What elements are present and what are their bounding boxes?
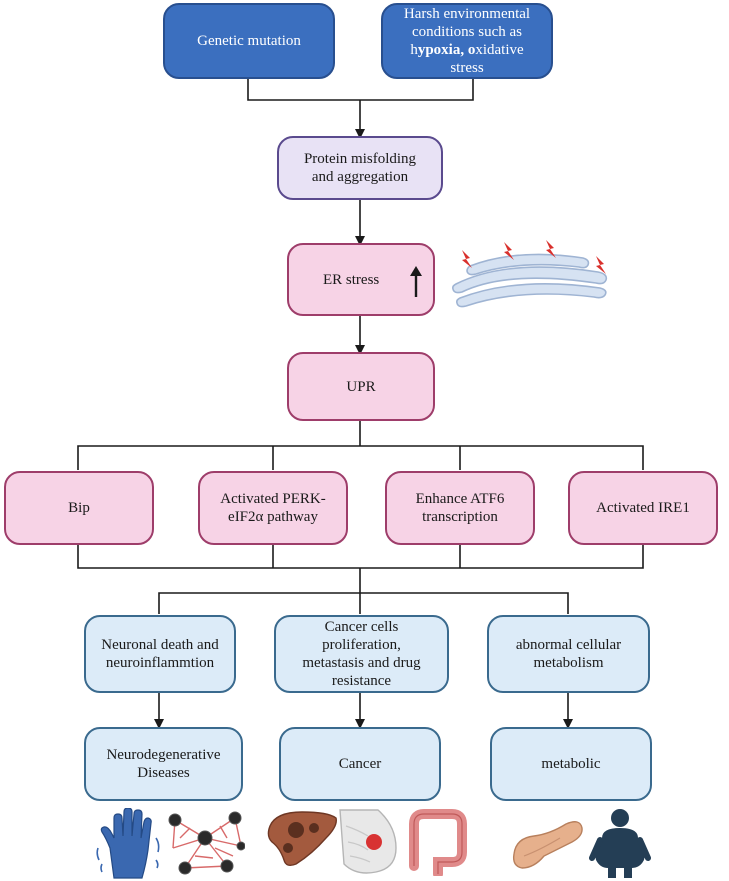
neuronal-line-2: neuroinflammtion [105, 655, 215, 671]
neurodegenerative-box: Neurodegenerative Diseases [84, 727, 243, 801]
misfolding-line-1: Protein misfolding [303, 151, 417, 167]
atf6-line-1: Enhance ATF6 [415, 491, 505, 507]
neurodegenerative-line-1: Neurodegenerative [106, 747, 221, 763]
cancer-cells-line-1: Cancer cells [324, 619, 399, 635]
genetic-mutation-label: Genetic mutation [197, 33, 301, 49]
bip-box: Bip [4, 471, 154, 545]
abnormal-line-1: abnormal cellular [515, 637, 622, 653]
misfolding-line-2: and aggregation [311, 169, 409, 185]
cancer-box: Cancer [279, 727, 441, 801]
neuronal-death-box: Neuronal death and neuroinflammtion [84, 615, 236, 693]
harsh-oxidative: xidative [475, 42, 524, 58]
neuronal-line-1: Neuronal death and [101, 637, 219, 653]
harsh-o: o [467, 42, 476, 58]
ire1-box: Activated IRE1 [568, 471, 718, 545]
metabolic-label: metabolic [541, 756, 601, 772]
er-stress-label: ER stress [323, 271, 380, 288]
abnormal-line-2: metabolism [533, 655, 604, 671]
upr-label: UPR [346, 378, 376, 395]
cancer-cells-line-3: metastasis and drug [302, 655, 421, 671]
bip-label: Bip [68, 500, 90, 516]
cancer-label: Cancer [338, 756, 382, 772]
arrow-up-icon [410, 266, 422, 297]
genetic-mutation-box: Genetic mutation [163, 3, 335, 79]
colon-icon [409, 809, 467, 876]
obese-person-icon [589, 809, 651, 878]
perk-box: Activated PERK- eIF2α pathway [198, 471, 348, 545]
harsh-conditions-box: Harsh environmental conditions such as h… [381, 3, 553, 79]
er-stress-box: ER stress [287, 243, 435, 316]
cancer-cells-line-4: resistance [331, 673, 392, 689]
pancreas-icon [512, 821, 583, 869]
harsh-line-3: hypoxia, oxidative [404, 41, 530, 59]
protein-misfolding-box: Protein misfolding and aggregation [277, 136, 443, 200]
neurodegenerative-line-2: Diseases [137, 765, 190, 781]
lightning-icon [462, 240, 606, 274]
harsh-line-4: stress [450, 60, 484, 76]
cancer-cells-box: Cancer cells proliferation, metastasis a… [274, 615, 449, 693]
harsh-line-1: Harsh environmental [403, 6, 531, 22]
breast-tumor-icon [339, 809, 397, 874]
perk-line-2: eIF2α pathway [228, 509, 318, 525]
perk-line-1: Activated PERK- [220, 491, 326, 507]
liver-tumor-icon [267, 811, 337, 867]
cancer-cells-line-2: proliferation, [322, 637, 401, 653]
tremor-hand-icon [96, 808, 160, 879]
atf6-line-2: transcription [422, 509, 498, 525]
abnormal-metabolism-box: abnormal cellular metabolism [487, 615, 650, 693]
harsh-hypoxia: ypoxia, [417, 42, 465, 58]
harsh-conditions-label: Harsh environmental conditions such as h… [404, 5, 530, 77]
upr-box: UPR [287, 352, 435, 421]
neuron-network-icon [168, 811, 245, 875]
atf6-box: Enhance ATF6 transcription [385, 471, 535, 545]
harsh-h: h [410, 42, 418, 58]
ire1-label: Activated IRE1 [596, 500, 690, 516]
endoplasmic-reticulum-icon [452, 240, 608, 308]
harsh-line-2: conditions such as [412, 24, 522, 40]
metabolic-box: metabolic [490, 727, 652, 801]
